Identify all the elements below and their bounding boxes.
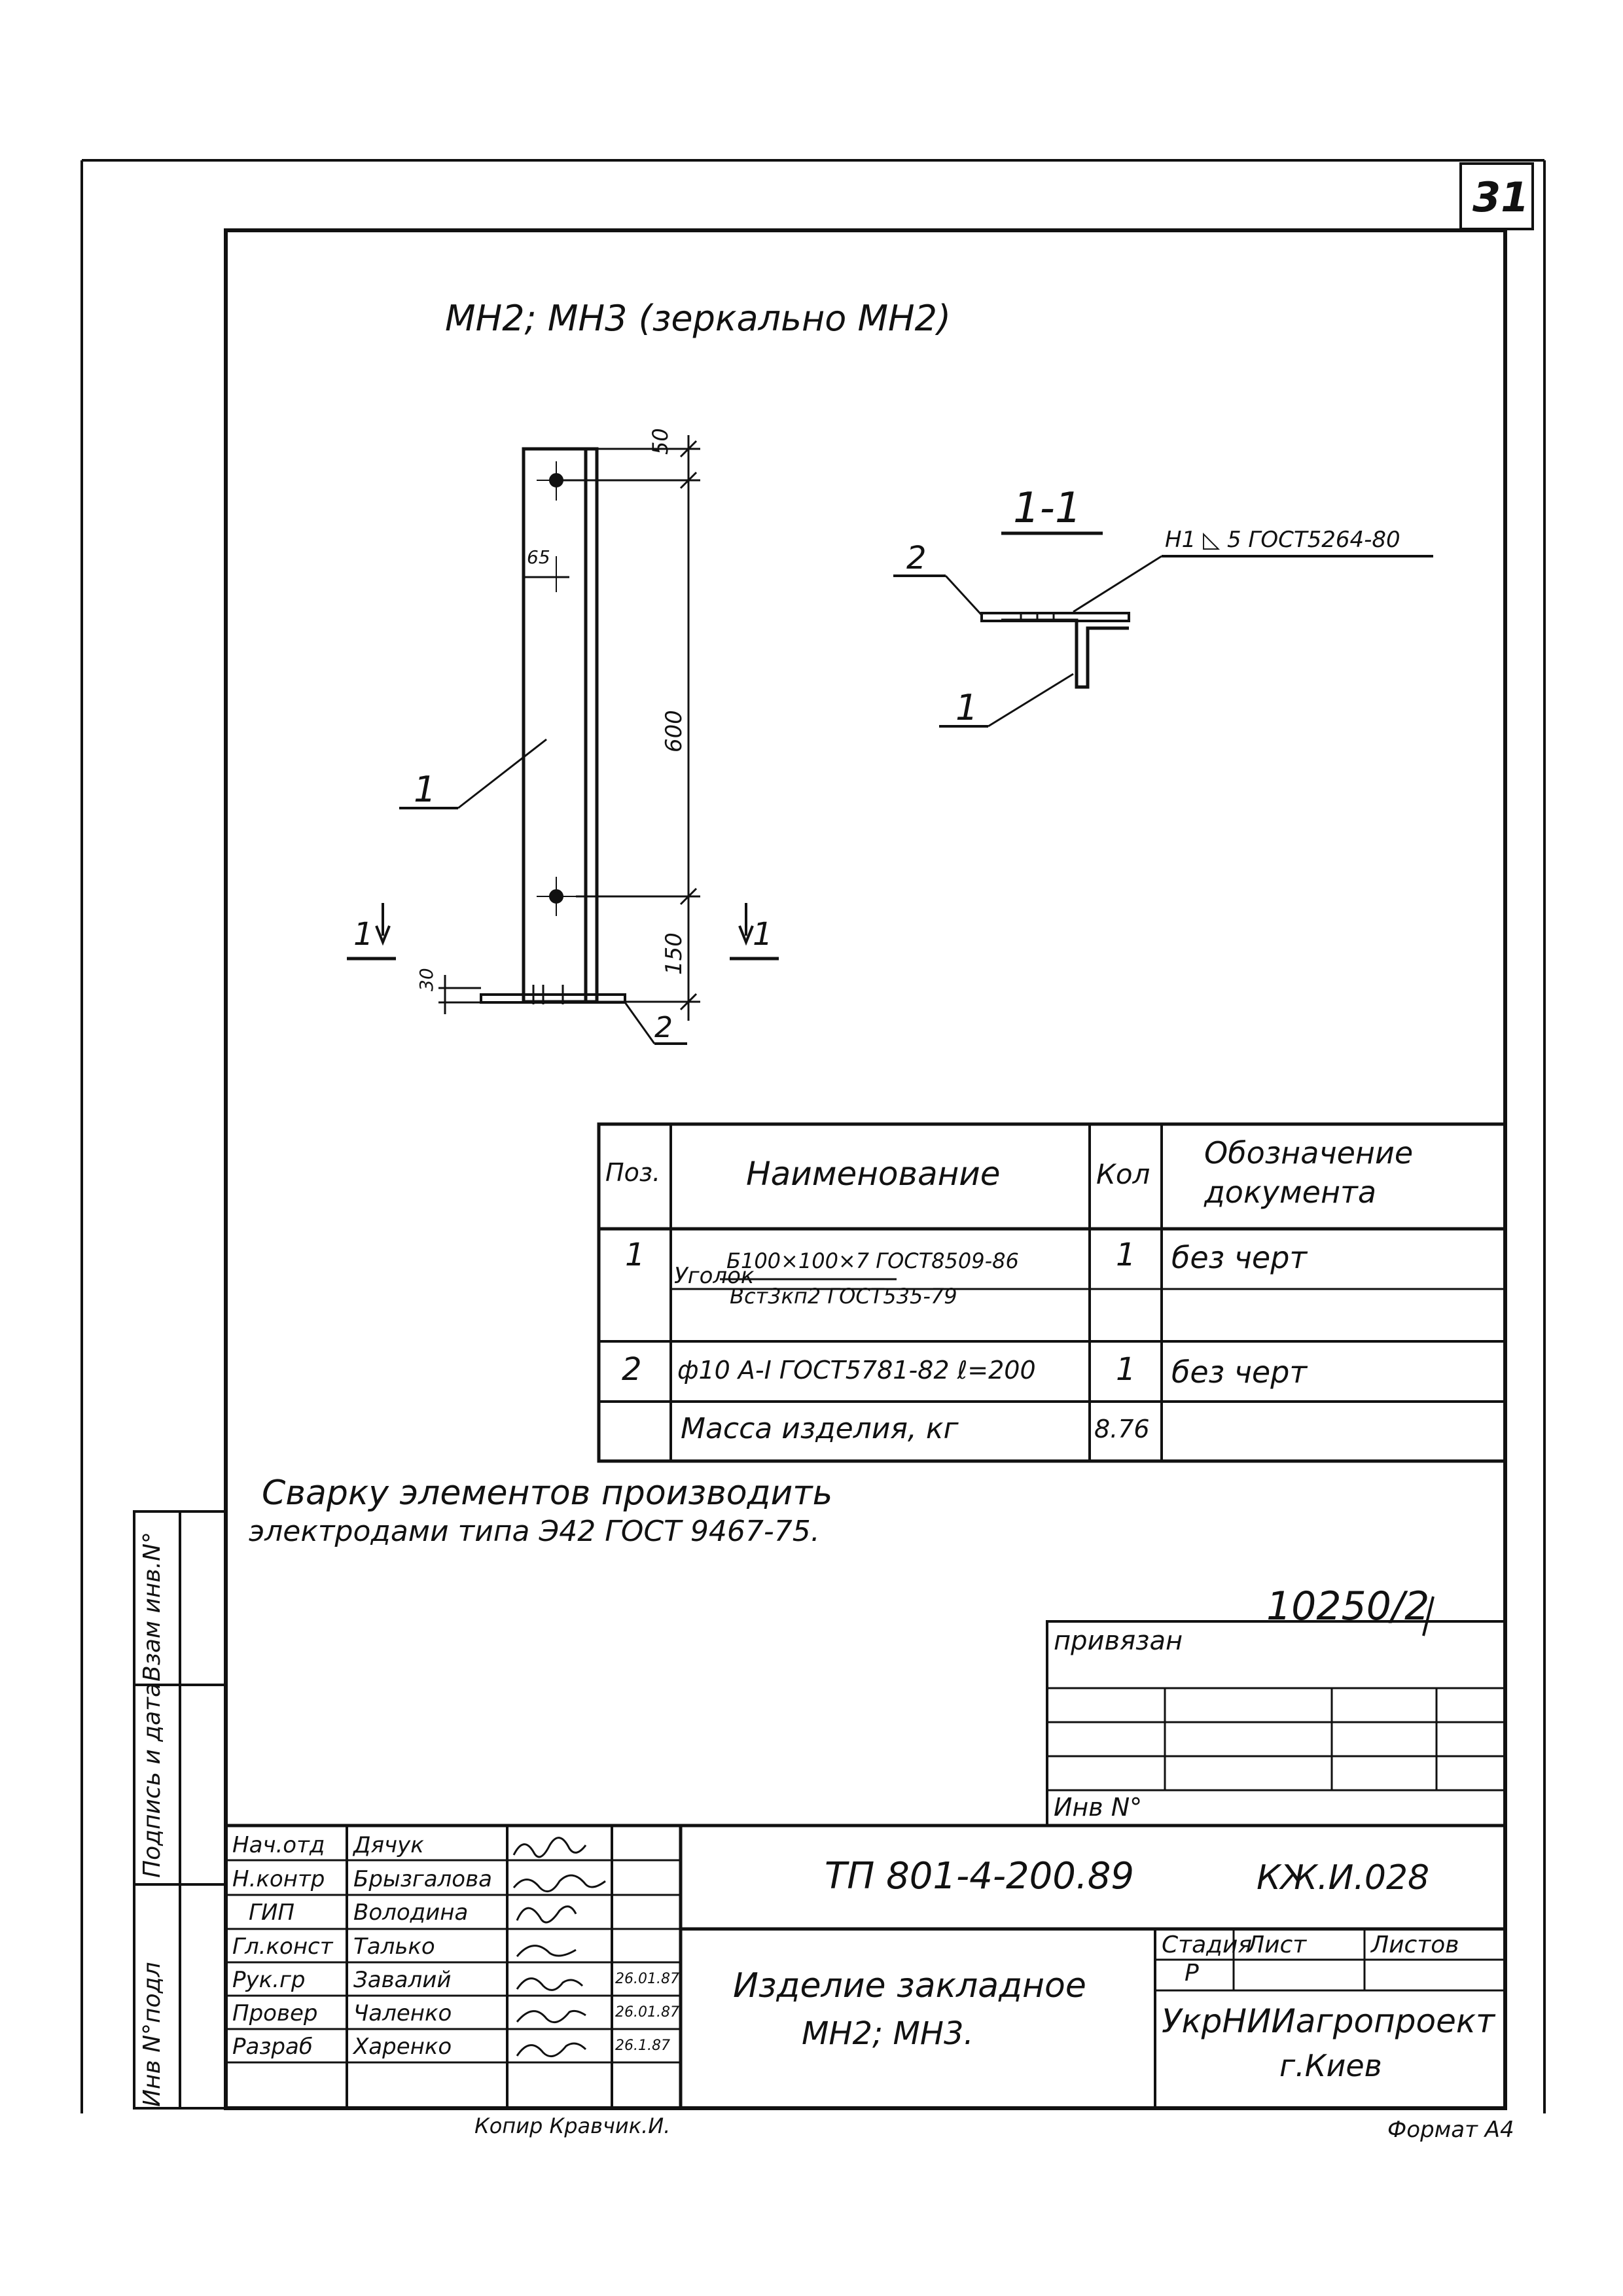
section-pos-rod: 2 [906, 540, 927, 576]
spec-header-pos: Поз. [605, 1158, 661, 1187]
sig-name-3: Володина [353, 1899, 469, 1926]
sig-name-2: Брызгалова [353, 1866, 492, 1892]
signature-5 [516, 1977, 584, 1991]
section-mark-right: 1 [753, 916, 773, 953]
signature-1 [512, 1837, 587, 1858]
sig-date-7: 26.1.87 [615, 2038, 670, 2054]
sig-role-5: Рук.гр [232, 1967, 306, 1993]
title-block-sheets-header: Листов [1371, 1932, 1459, 1958]
spec-row1-name-bottom: Вст3кп2 ГОСТ535-79 [730, 1284, 957, 1309]
footer-copied: Копир Кравчик.И. [474, 2113, 671, 2138]
dim-bottom-offset: 150 [661, 932, 687, 975]
spec-table-frame [597, 1122, 1507, 1463]
sig-name-7: Харенко [353, 2034, 452, 2060]
rod-outline [480, 993, 626, 1004]
spec-row1-name-top: Б100×100×7 ГОСТ8509-86 [726, 1248, 1019, 1273]
signature-7 [516, 2042, 587, 2058]
signature-4 [516, 1945, 577, 1957]
section-mark-left: 1 [353, 916, 374, 953]
sig-role-1: Нач.отд [232, 1832, 325, 1858]
title-block-stage-value: Р [1185, 1960, 1199, 1987]
spec-mass-label: Масса изделия, кг [681, 1412, 959, 1445]
spec-row2-name: ф10 А-I ГОСТ5781-82 ℓ=200 [677, 1356, 1036, 1385]
sig-role-2: Н.контр [232, 1866, 325, 1892]
title-block-city: г.Киев [1279, 2048, 1382, 2083]
spec-header-doc-1: Обозначение [1204, 1135, 1414, 1171]
sig-role-7: Разраб [232, 2034, 313, 2060]
spec-row2-qty: 1 [1116, 1351, 1136, 1388]
welding-note-line2: электродами типа Э42 ГОСТ 9467-75. [249, 1515, 820, 1548]
spec-row1-pos: 1 [625, 1237, 645, 1273]
pos-label-angle: 1 [414, 769, 437, 810]
section-angle [1001, 618, 1129, 689]
side-stamp-inv: Инв N°подл [139, 1962, 166, 2107]
sheet-number: 31 [1472, 173, 1529, 221]
sig-role-3: ГИП [249, 1899, 294, 1926]
spec-row1-qty: 1 [1116, 1237, 1136, 1273]
title-block-code: ТП 801-4-200.89 [825, 1855, 1134, 1898]
dim-top-offset: 50 [648, 428, 673, 455]
spec-row2-pos: 2 [622, 1351, 642, 1388]
title-block-name-1: Изделие закладное [733, 1966, 1086, 2005]
reference-number: 10250/2 [1266, 1583, 1430, 1629]
side-stamp-replace: Взам инв.N° [139, 1531, 166, 1682]
spec-header-doc-2: документа [1204, 1174, 1377, 1210]
sig-role-6: Провер [232, 2000, 318, 2026]
spec-header-qty: Кол [1096, 1158, 1150, 1190]
sig-name-5: Завалий [353, 1967, 452, 1993]
binding-label: привязан [1054, 1626, 1183, 1656]
signature-2 [512, 1874, 606, 1893]
title-block-name-2: МН2; МН3. [802, 2015, 974, 2052]
title-block-mark: КЖ.И.028 [1257, 1858, 1430, 1898]
dim-length: 600 [661, 710, 687, 752]
drawing-title: МН2; МН3 (зеркально МН2) [445, 298, 952, 339]
signature-6 [516, 2009, 586, 2024]
spec-row1-doc: без черт [1171, 1240, 1308, 1275]
binding-inv-label: Инв N° [1054, 1793, 1143, 1822]
weld-note: Н1 ◺ 5 ГОСТ5264-80 [1165, 527, 1400, 553]
title-block-sheet-header: Лист [1247, 1932, 1307, 1958]
title-block-stage-header: Стадия [1162, 1932, 1253, 1958]
section-pos-angle: 1 [955, 687, 978, 728]
side-stamp-sign: Подпись и дата [139, 1682, 166, 1878]
pos-label-rod: 2 [654, 1011, 673, 1044]
footer-format: Формат А4 [1387, 2117, 1514, 2143]
section-title: 1-1 [1013, 484, 1082, 533]
sig-name-1: Дячук [353, 1832, 424, 1858]
welding-note-line1: Сварку элементов производить [262, 1474, 833, 1513]
spec-mass-value: 8.76 [1094, 1415, 1150, 1443]
title-block-organization: УкрНИИагропроект [1162, 2002, 1495, 2040]
spec-row1-prefix: Уголок [674, 1263, 755, 1289]
dim-rod-offset: 30 [416, 968, 437, 991]
spec-row2-doc: без черт [1171, 1354, 1308, 1390]
sig-name-6: Чаленко [353, 2000, 452, 2026]
spec-header-name: Наименование [746, 1155, 1001, 1193]
sig-date-6: 26.01.87 [615, 2004, 679, 2021]
sig-name-4: Талько [353, 1934, 435, 1960]
dim-edge-offset: 65 [527, 546, 550, 568]
sig-role-4: Гл.конст [232, 1934, 333, 1960]
sig-date-5: 26.01.87 [615, 1971, 679, 1987]
signatures [512, 1837, 606, 2058]
signature-3 [516, 1905, 577, 1924]
